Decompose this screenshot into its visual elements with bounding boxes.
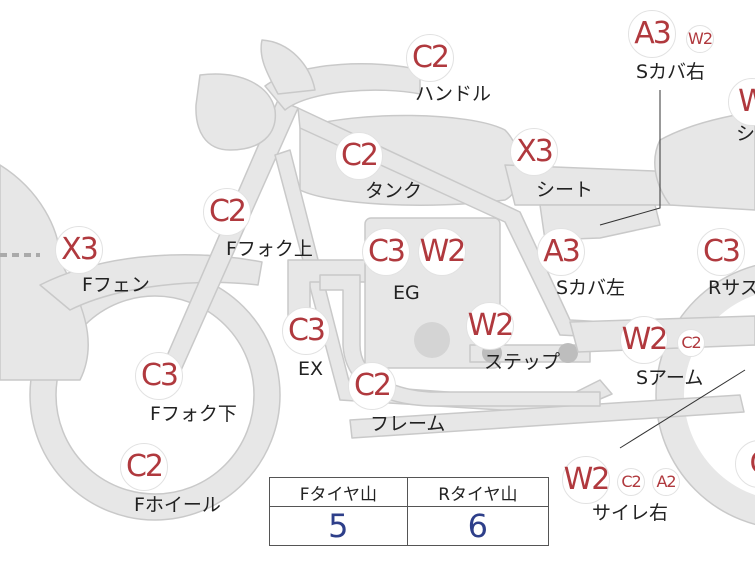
sider-leader bbox=[619, 369, 746, 449]
engine-label: EG bbox=[393, 282, 420, 304]
rear-wheel-tire bbox=[656, 265, 755, 525]
tail-cowl-shape bbox=[654, 111, 755, 211]
side-cover-right-label: Sカバ右 bbox=[636, 61, 706, 83]
engine-rating-badge-1: C3 bbox=[362, 228, 410, 276]
handle-rating-badge: C2 bbox=[406, 34, 454, 82]
rear-suspension-rating-badge: C3 bbox=[697, 228, 745, 276]
front-tire-tread-value: 5 bbox=[269, 506, 408, 546]
front-tire-tread-header: Fタイヤ山 bbox=[269, 477, 408, 507]
side-cover-right-sub-rating-badge: W2 bbox=[686, 25, 714, 53]
swing-arm-rating-badge: W2 bbox=[620, 316, 668, 364]
tire-tread-table: Fタイヤ山 Rタイヤ山 5 6 bbox=[269, 477, 550, 546]
silencer-right-rating-badge-3: A2 bbox=[652, 468, 680, 496]
right-top-rating-badge: W bbox=[728, 78, 755, 126]
table-row: 5 6 bbox=[269, 506, 550, 546]
frame-rating-badge: C2 bbox=[348, 362, 396, 410]
front-wheel-label: Fホイール bbox=[134, 494, 221, 516]
frame-label: フレーム bbox=[370, 413, 446, 435]
front-fender-label: Fフェン bbox=[82, 274, 150, 296]
exhaust-label: EX bbox=[298, 358, 324, 380]
headlight-shape bbox=[195, 73, 276, 151]
seat-label: シート bbox=[536, 179, 594, 201]
silencer-right-rating-badge-2: C2 bbox=[617, 468, 645, 496]
step-rating-badge: W2 bbox=[466, 302, 514, 350]
side-cover-right-rating-badge: A3 bbox=[628, 10, 676, 58]
side-cover-left-rating-badge: A3 bbox=[537, 228, 585, 276]
tank-label: タンク bbox=[365, 180, 423, 202]
right-top-label: シ bbox=[736, 123, 755, 145]
scover-r-leader bbox=[599, 90, 661, 226]
side-cover-left-label: Sカバ左 bbox=[556, 277, 626, 299]
step-label: ステップ bbox=[484, 351, 561, 373]
exhaust-rating-badge: C3 bbox=[282, 307, 330, 355]
front-fork-upper-rating-badge: C2 bbox=[203, 188, 251, 236]
seat-rating-badge: X3 bbox=[510, 128, 558, 176]
front-fork-upper-label: Fフォク上 bbox=[226, 238, 313, 260]
front-fork-lower-label: Fフォク下 bbox=[150, 403, 237, 425]
silencer-right-rating-badge-1: W2 bbox=[562, 456, 610, 504]
swing-arm-sub-rating-badge: C2 bbox=[677, 329, 705, 357]
swing-arm-label: Sアーム bbox=[636, 367, 704, 389]
rear-tire-tread-value: 6 bbox=[406, 506, 550, 546]
front-fender-rating-badge: X3 bbox=[55, 226, 103, 274]
front-fork-lower-rating-badge: C3 bbox=[135, 352, 183, 400]
tank-rating-badge: C2 bbox=[335, 132, 383, 180]
table-header-row: Fタイヤ山 Rタイヤ山 bbox=[269, 477, 550, 507]
rear-suspension-label: Rサス bbox=[708, 277, 755, 299]
rear-tire-tread-header: Rタイヤ山 bbox=[406, 477, 550, 507]
silencer-right-label: サイレ右 bbox=[592, 502, 669, 524]
engine-rating-badge-2: W2 bbox=[418, 228, 466, 276]
front-wheel-rating-badge: C2 bbox=[120, 443, 168, 491]
handle-label: ハンドル bbox=[415, 83, 492, 105]
